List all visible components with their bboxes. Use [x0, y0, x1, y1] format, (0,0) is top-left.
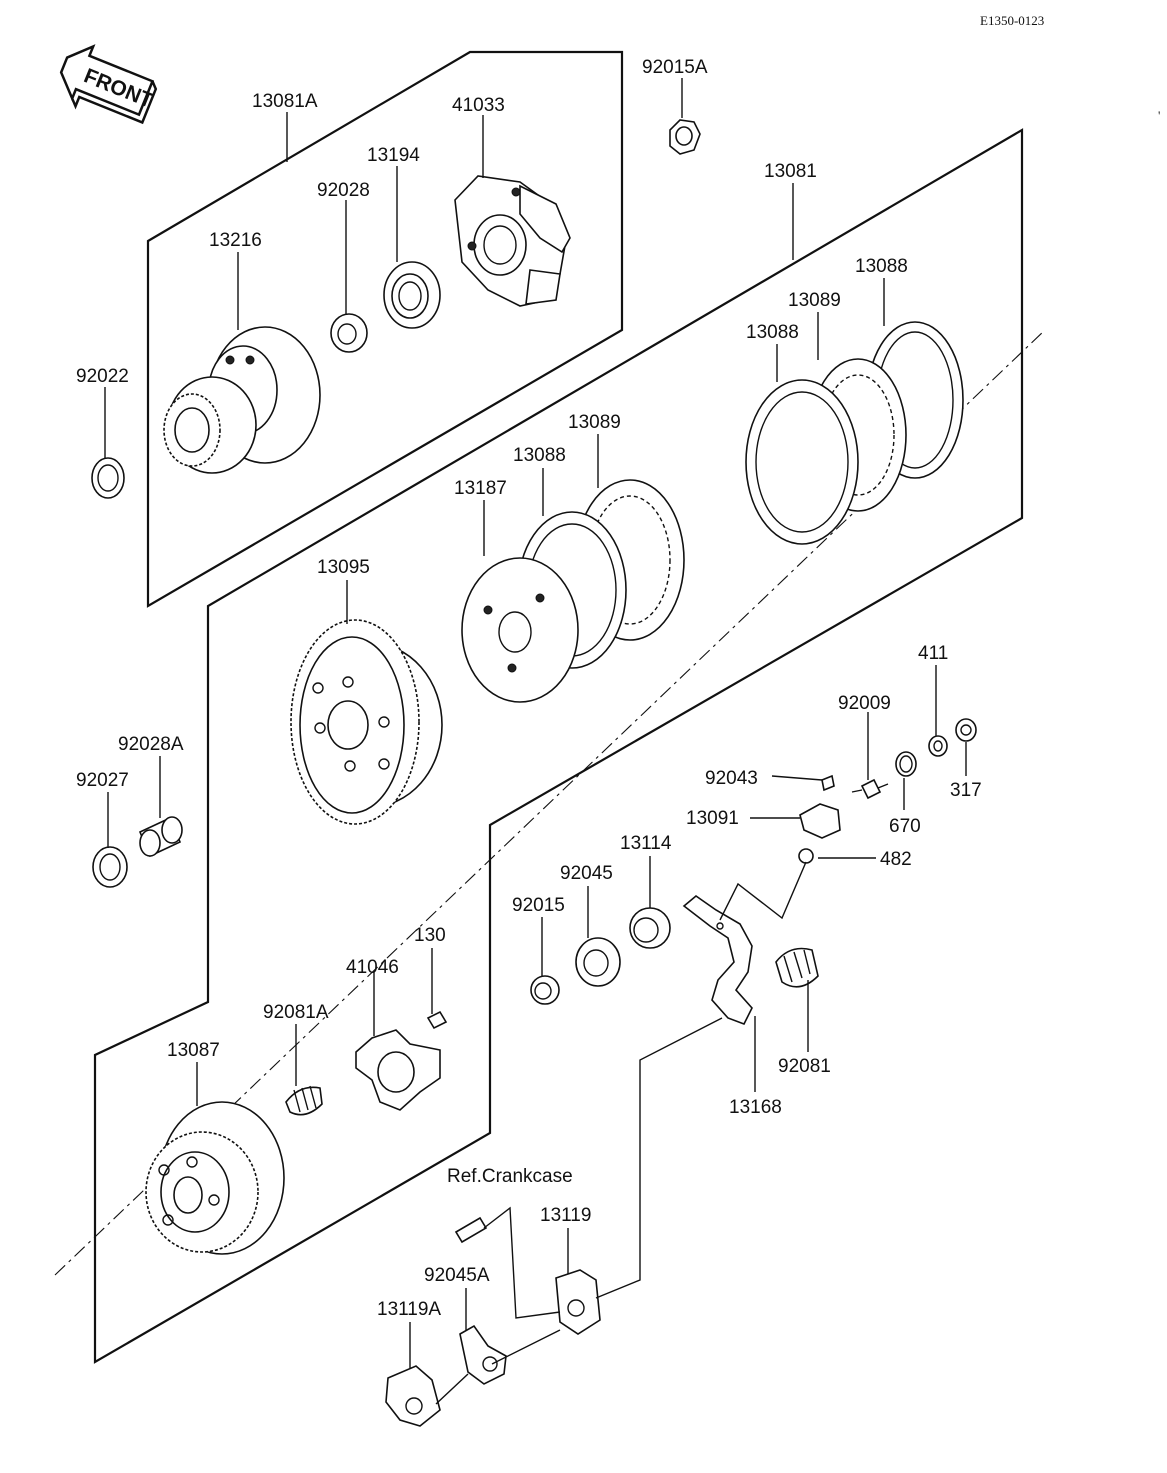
- part-92028A: [138, 816, 183, 858]
- part-92081: [775, 947, 819, 988]
- part-13114: [629, 907, 671, 949]
- callout-130: 130: [414, 925, 446, 946]
- callout-92081A: 92081A: [263, 1002, 329, 1023]
- callout-317: 317: [950, 780, 982, 801]
- callout-482: 482: [880, 849, 912, 870]
- callout-13095: 13095: [317, 557, 370, 578]
- part-41046: [355, 1029, 441, 1111]
- part-92022: [91, 457, 125, 499]
- outline-13081: [93, 128, 1024, 1364]
- callout-92045: 92045: [560, 863, 613, 884]
- callout-13119: 13119: [540, 1205, 591, 1226]
- part-92043: [821, 774, 835, 792]
- callout-92015: 92015: [512, 895, 565, 916]
- part-41033: [454, 175, 571, 307]
- callout-92045A: 92045A: [424, 1265, 490, 1286]
- callout-13089-right: 13089: [788, 290, 841, 311]
- part-411: [928, 735, 948, 757]
- callout-ref-crankcase: Ref.Crankcase: [447, 1166, 573, 1187]
- edge-mark: ': [1158, 108, 1160, 123]
- callout-13081A: 13081A: [252, 91, 318, 112]
- reference-code: E1350-0123: [980, 13, 1044, 28]
- callout-92028A: 92028A: [118, 734, 184, 755]
- callout-92043: 92043: [705, 768, 758, 789]
- outline-13081A: [146, 50, 624, 608]
- leader-lines: [104, 78, 967, 1405]
- callout-13088-right: 13088: [855, 256, 908, 277]
- callout-92022: 92022: [76, 366, 129, 387]
- part-317: [955, 718, 977, 742]
- callout-13216: 13216: [209, 230, 262, 251]
- callout-670: 670: [889, 816, 921, 837]
- part-13119A: [385, 1365, 441, 1427]
- part-92045A: [459, 1324, 507, 1385]
- callout-13089-left: 13089: [568, 412, 621, 433]
- callout-41033: 41033: [452, 95, 505, 116]
- part-13168: [682, 894, 753, 1026]
- callout-92015A: 92015A: [642, 57, 708, 78]
- callout-13119A: 13119A: [377, 1299, 441, 1320]
- callout-13088-mid: 13088: [746, 322, 799, 343]
- callout-92028: 92028: [317, 180, 370, 201]
- part-92015A: [669, 119, 701, 155]
- callout-13091: 13091: [686, 808, 739, 829]
- part-670: [895, 751, 917, 777]
- part-13119: [555, 1269, 601, 1335]
- part-13216: [163, 326, 321, 474]
- callout-13168: 13168: [729, 1097, 782, 1118]
- front-arrow-icon: FRONT: [59, 44, 158, 125]
- part-13187: [461, 557, 579, 703]
- part-92045: [575, 937, 621, 987]
- part-92027: [92, 846, 128, 888]
- part-13194: [383, 261, 441, 329]
- callout-labels: 13081A 92015A 41033 13194 92028 13216 92…: [76, 57, 982, 1320]
- part-92015: [530, 975, 560, 1005]
- callout-13187: 13187: [454, 478, 507, 499]
- part-ref-crankcase-stud: [454, 1216, 488, 1244]
- callout-92009: 92009: [838, 693, 891, 714]
- part-13088-mid: [745, 379, 859, 545]
- callout-92081: 92081: [778, 1056, 831, 1077]
- callout-41046: 41046: [346, 957, 399, 978]
- part-13087: [145, 1101, 285, 1255]
- callout-411: 411: [918, 643, 948, 664]
- part-482: [798, 848, 814, 864]
- part-130: [426, 1010, 448, 1030]
- callout-13088-left: 13088: [513, 445, 566, 466]
- callout-13087: 13087: [167, 1040, 220, 1061]
- part-92009: [860, 778, 889, 800]
- callout-13194: 13194: [367, 145, 420, 166]
- part-92028: [330, 313, 368, 353]
- callout-92027: 92027: [76, 770, 129, 791]
- callout-13114: 13114: [620, 833, 672, 854]
- part-13095: [290, 619, 443, 825]
- callout-13081: 13081: [764, 161, 817, 182]
- part-92081A: [285, 1085, 323, 1116]
- part-13091: [799, 803, 841, 839]
